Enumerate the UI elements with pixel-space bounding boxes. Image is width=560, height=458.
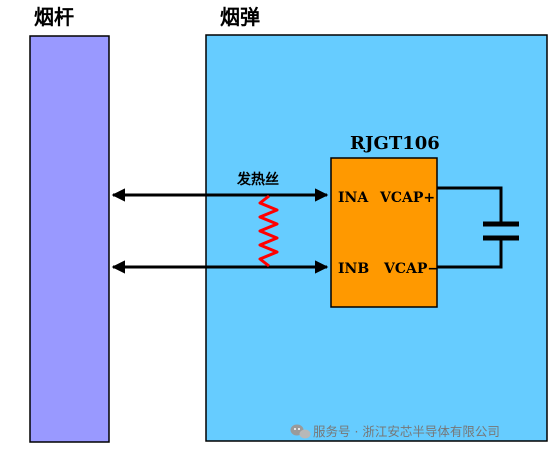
pin-inb-label: INB xyxy=(338,261,369,277)
pin-vcap-plus-label: VCAP+ xyxy=(379,190,435,206)
watermark: 服务号 · 浙江安芯半导体有限公司 xyxy=(290,424,500,439)
wire-vcap-plus xyxy=(437,186,503,224)
heater-label: 发热丝 xyxy=(236,171,279,188)
watermark-text: 服务号 · 浙江安芯半导体有限公司 xyxy=(313,424,500,439)
pin-ina-label: INA xyxy=(338,190,369,206)
rod-block xyxy=(29,35,110,443)
chip-block xyxy=(330,157,438,308)
chip-name-label: RJGT106 xyxy=(350,133,440,154)
wire-vcap-minus xyxy=(437,238,503,269)
cartridge-label: 烟弹 xyxy=(220,5,260,29)
heater-coil xyxy=(258,194,279,268)
rod-label: 烟杆 xyxy=(34,5,74,29)
wechat-icon xyxy=(290,424,311,439)
pin-vcap-minus-label: VCAP− xyxy=(383,261,439,277)
